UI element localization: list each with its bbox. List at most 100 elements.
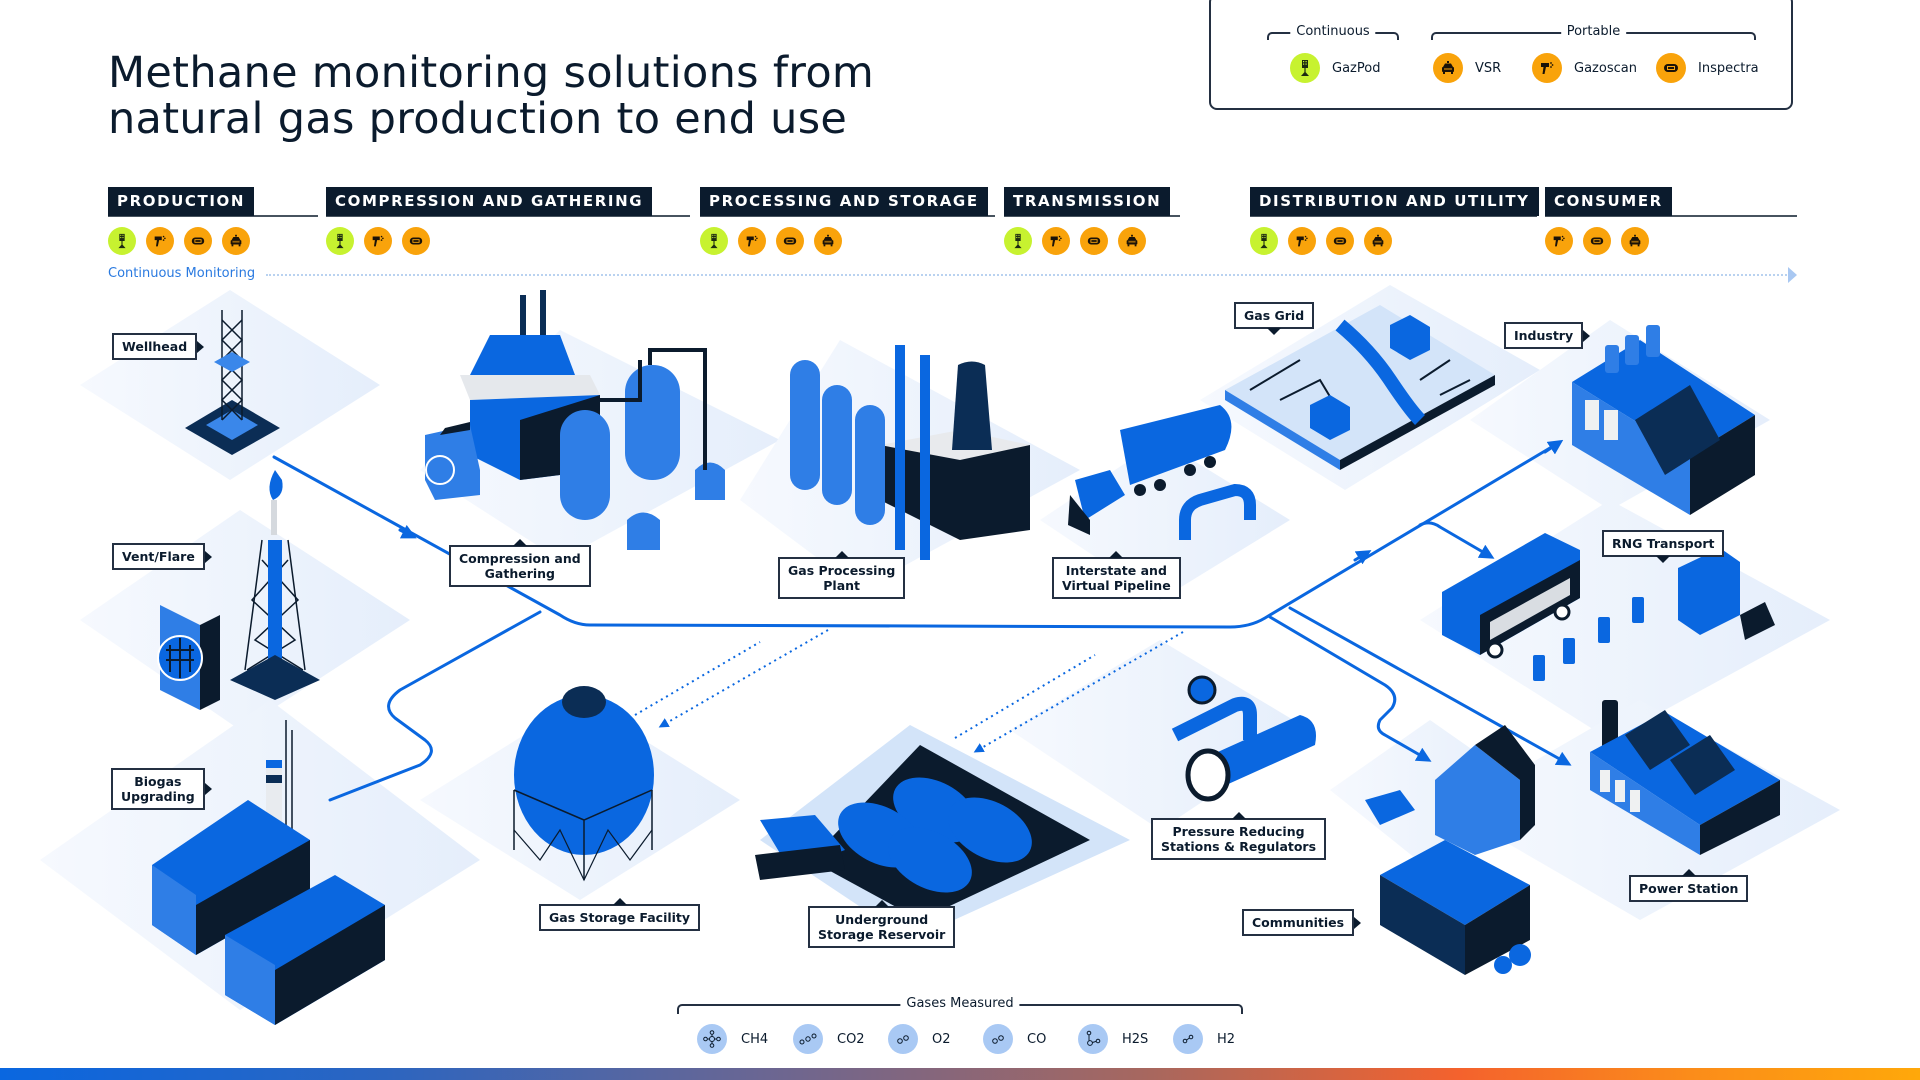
- gas-label: H2: [1217, 1031, 1236, 1047]
- gazpod-icon: [1290, 53, 1320, 83]
- title-line-1: Methane monitoring solutions from: [108, 48, 875, 98]
- handheld-detector-icon: [1532, 53, 1562, 83]
- branch-communities: [1268, 615, 1432, 762]
- inspectra-icon: [184, 227, 212, 255]
- device-legend: Continuous Portable GazPod VSR Gazoscan …: [1209, 0, 1793, 110]
- rng-transport-illustration: [1442, 533, 1775, 681]
- vehicle-icon: [1621, 227, 1649, 255]
- flow-arrow-1: [398, 524, 417, 539]
- legend-label: Gazoscan: [1574, 60, 1637, 76]
- stage-production: PRODUCTION: [108, 187, 318, 217]
- stage-rule: [108, 215, 318, 217]
- stage-rule: [700, 215, 995, 217]
- inspectra-icon: [1326, 227, 1354, 255]
- stage-rule: [1545, 215, 1797, 217]
- communities-illustration: [1365, 725, 1535, 975]
- vehicle-icon: [222, 227, 250, 255]
- pipelines: [272, 439, 1572, 802]
- gas-item-co: CO: [983, 1024, 1046, 1054]
- gazpod-icon: [700, 227, 728, 255]
- branch-rng: [1418, 521, 1495, 559]
- stage-label: TRANSMISSION: [1004, 187, 1171, 216]
- underground-storage-illustration: [755, 745, 1090, 920]
- stage-distribution-and-utility: DISTRIBUTION AND UTILITY: [1250, 187, 1539, 217]
- gas-grid-illustration: [1225, 305, 1495, 470]
- label-gas-storage-facility: Gas Storage Facility: [539, 904, 701, 931]
- molecule-o2-icon: [888, 1024, 918, 1054]
- label-power-station: Power Station: [1629, 875, 1749, 902]
- label-wellhead: Wellhead: [112, 333, 198, 360]
- storage-dotted-lines: [634, 629, 1184, 753]
- gazpod-icon: [326, 227, 354, 255]
- dotted-in: [634, 641, 761, 716]
- label-vent-flare: Vent/Flare: [112, 543, 205, 570]
- molecule-h2s-icon: [1078, 1024, 1108, 1054]
- gas-item-h2s: H2S: [1078, 1024, 1148, 1054]
- stage-rule: [1004, 215, 1180, 217]
- molecule-co-icon: [983, 1024, 1013, 1054]
- portable-label: Portable: [1560, 24, 1627, 39]
- main-pipeline: [272, 443, 1557, 629]
- handheld-detector-icon: [364, 227, 392, 255]
- industry-illustration: [1572, 325, 1755, 515]
- legend-label: VSR: [1475, 60, 1502, 76]
- vent-flare-illustration: [157, 470, 320, 710]
- inspectra-icon: [402, 227, 430, 255]
- gas-label: CO: [1027, 1031, 1047, 1047]
- title-line-2: natural gas production to end use: [108, 94, 848, 144]
- gas-label: CH4: [741, 1031, 769, 1047]
- handheld-detector-icon: [1042, 227, 1070, 255]
- stage-compression-and-gathering: COMPRESSION AND GATHERING: [326, 187, 690, 217]
- stage-devices-consumer: [1545, 227, 1649, 255]
- legend-item-gazpod: GazPod: [1290, 53, 1380, 83]
- stage-consumer: CONSUMER: [1545, 187, 1797, 217]
- stage-devices-transmission: [1004, 227, 1146, 255]
- portable-bracket: Portable: [1431, 24, 1756, 40]
- continuous-monitoring-arrow-icon: [1788, 267, 1797, 283]
- flow-arrow-industry: [1543, 439, 1564, 455]
- gas-label: O2: [932, 1031, 951, 1047]
- gas-label: CO2: [837, 1031, 865, 1047]
- pad-pressure-station: [1010, 640, 1310, 830]
- stage-label: DISTRIBUTION AND UTILITY: [1250, 187, 1539, 216]
- page-title: Methane monitoring solutions from natura…: [108, 50, 874, 142]
- continuous-bracket: Continuous: [1267, 24, 1399, 40]
- inspectra-icon: [1583, 227, 1611, 255]
- handheld-detector-icon: [738, 227, 766, 255]
- label-communities: Communities: [1242, 909, 1355, 936]
- branch-power-station: [1288, 606, 1572, 766]
- gradient-footer-bar: [0, 1068, 1920, 1080]
- stage-devices-compression: [326, 227, 430, 255]
- pressure-station-illustration: [1171, 675, 1316, 802]
- label-rng-transport: RNG Transport: [1602, 530, 1725, 557]
- biogas-illustration: [152, 720, 385, 1025]
- gas-item-o2: O2: [888, 1024, 951, 1054]
- interstate-pipeline-illustration: [1068, 405, 1256, 540]
- wellhead-illustration: [185, 310, 280, 455]
- legend-label: GazPod: [1332, 60, 1381, 76]
- gas-item-ch4: CH4: [697, 1024, 768, 1054]
- vehicle-icon: [1118, 227, 1146, 255]
- vehicle-icon: [1364, 227, 1392, 255]
- molecule-ch4-icon: [697, 1024, 727, 1054]
- inspectra-icon: [1656, 53, 1686, 83]
- legend-item-gazoscan: Gazoscan: [1532, 53, 1637, 83]
- gazpod-icon: [1250, 227, 1278, 255]
- gases-measured-label: Gases Measured: [900, 996, 1020, 1011]
- molecule-co2-icon: [793, 1024, 823, 1054]
- gases-measured-bracket: Gases Measured: [677, 996, 1243, 1014]
- stage-processing-and-storage: PROCESSING AND STORAGE: [700, 187, 995, 217]
- stage-rule: [1250, 215, 1537, 217]
- stage-label: PROCESSING AND STORAGE: [700, 187, 988, 216]
- stage-devices-processing: [700, 227, 842, 255]
- vehicle-icon: [814, 227, 842, 255]
- stage-label: CONSUMER: [1545, 187, 1672, 216]
- label-industry: Industry: [1504, 322, 1584, 349]
- gas-label: H2S: [1122, 1031, 1149, 1047]
- inspectra-icon: [1080, 227, 1108, 255]
- inspectra-icon: [776, 227, 804, 255]
